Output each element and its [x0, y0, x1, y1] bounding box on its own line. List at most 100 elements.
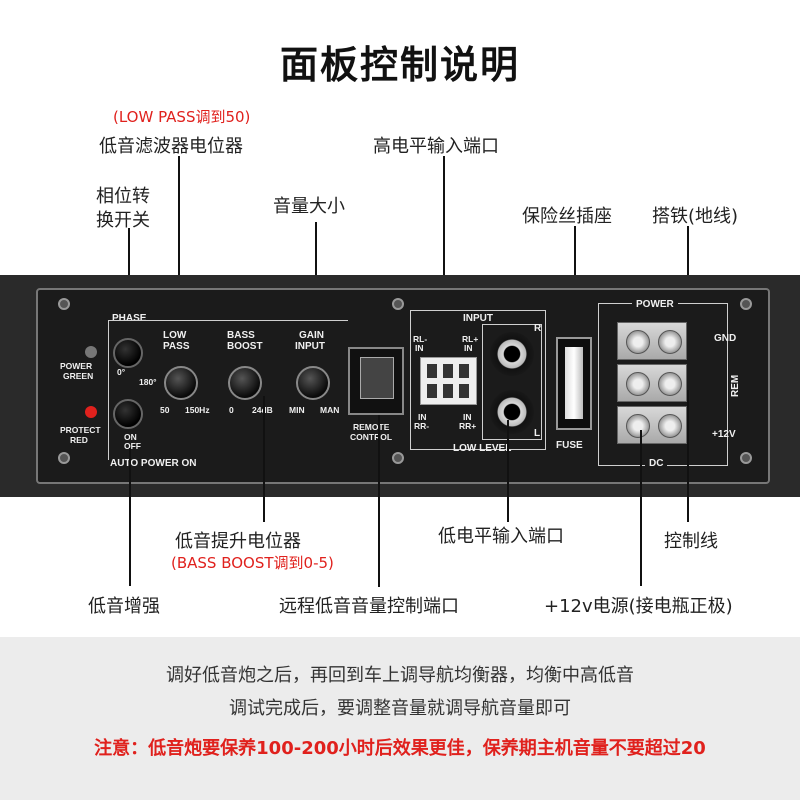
low-level-label: LOW LEVEL	[453, 443, 512, 454]
volume-label: 音量大小	[273, 196, 345, 217]
fuse-holder-label: 保险丝插座	[522, 206, 612, 227]
ground-label: 搭铁(地线)	[652, 206, 739, 227]
remote-control-label-1: REMOTE	[353, 422, 390, 432]
screw	[392, 298, 404, 310]
low-pass-knob[interactable]	[164, 366, 198, 400]
bass-enhance-leader-line	[129, 448, 131, 586]
instruction-box	[0, 637, 800, 800]
protect-red-label-1: PROTECT	[60, 425, 101, 435]
rca-left-jack[interactable]	[490, 390, 534, 434]
rj-jack-icon	[360, 357, 394, 399]
notice-text: 注意：低音炮要保养100-200小时后效果更佳，保养期主机音量不要超过20	[94, 738, 706, 759]
remote-port-label: 远程低音音量控制端口	[279, 596, 459, 617]
rl-plus-label-1: RL+	[462, 334, 479, 344]
remote-control-port[interactable]	[348, 347, 404, 415]
power-12v-leader-line	[640, 430, 642, 586]
bass-boost-note: (BASS BOOST调到0-5)	[171, 554, 334, 572]
gain-max-label: MAN	[320, 405, 340, 415]
phase-switch-label-2: 换开关	[96, 210, 150, 231]
on-label: ON	[124, 432, 137, 442]
rca-right-jack[interactable]	[490, 332, 534, 376]
power-green-label-2: GREEN	[63, 371, 94, 381]
bass-enhance-button[interactable]	[113, 399, 143, 429]
low-pass-note: (LOW PASS调到50)	[113, 108, 251, 126]
protect-red-label-2: RED	[70, 435, 88, 445]
in-rr-plus-label-2: RR+	[459, 421, 477, 431]
in-rr-minus-label-2: RR-	[414, 421, 430, 431]
phase-label: PHASE	[112, 313, 147, 324]
screw-icon	[626, 414, 650, 438]
fuse-holder[interactable]	[556, 337, 592, 430]
bass-boost-knob[interactable]	[228, 366, 262, 400]
gnd-terminal[interactable]	[617, 322, 687, 360]
rl-minus-label-1: RL-	[413, 334, 428, 344]
bass-boost-pot-label: 低音提升电位器	[175, 531, 301, 552]
instruction-line-1: 调好低音炮之后，再回到车上调导航均衡器，均衡中高低音	[166, 665, 634, 686]
dc-label: DC	[645, 458, 668, 469]
rem-terminal[interactable]	[617, 364, 687, 402]
power-label: POWER	[632, 299, 678, 310]
high-level-input-label: 高电平输入端口	[373, 136, 499, 157]
bass-boost-leader-line	[263, 396, 265, 522]
fuse-icon	[565, 347, 583, 419]
screw-icon	[626, 330, 650, 354]
screw-icon	[658, 414, 682, 438]
auto-power-on-label: AUTO POWER ON	[110, 458, 197, 469]
bass-boost-label-2: BOOST	[227, 341, 263, 352]
screw	[740, 452, 752, 464]
input-label: INPUT	[463, 313, 493, 324]
low-pass-leader-line	[178, 156, 180, 368]
screw-icon	[658, 372, 682, 396]
control-wire-leader-line	[687, 390, 689, 522]
low-level-input-label: 低电平输入端口	[438, 526, 564, 547]
low-pass-min-label: 50	[160, 405, 170, 415]
bass-boost-min-label: 0	[229, 405, 234, 415]
left-channel-label: L	[534, 428, 541, 439]
low-pass-label-2: PASS	[163, 341, 190, 352]
off-label: OFF	[124, 441, 141, 451]
screw-icon	[626, 372, 650, 396]
input-frame	[410, 310, 546, 450]
rl-plus-label-2: IN	[464, 343, 473, 353]
gain-knob[interactable]	[296, 366, 330, 400]
page-title: 面板控制说明	[279, 43, 520, 87]
gain-min-label: MIN	[289, 405, 305, 415]
phase-switch-label-1: 相位转	[96, 186, 150, 207]
screw	[740, 298, 752, 310]
phase-switch-button[interactable]	[113, 338, 143, 368]
gnd-label: GND	[714, 333, 737, 344]
screw	[58, 452, 70, 464]
control-wire-label: 控制线	[664, 531, 718, 552]
bass-boost-label-1: BASS	[227, 330, 255, 341]
phase-0-label: 0°	[117, 367, 126, 377]
protect-led	[85, 406, 97, 418]
screw	[58, 298, 70, 310]
low-level-leader-line	[507, 420, 509, 522]
power-led	[85, 346, 97, 358]
rl-minus-label-2: IN	[415, 343, 424, 353]
gain-input-label-2: INPUT	[295, 341, 325, 352]
in-rr-minus-label-1: IN	[418, 412, 427, 422]
left-panel-frame	[108, 320, 348, 460]
screw-icon	[658, 330, 682, 354]
in-rr-plus-label-1: IN	[463, 412, 472, 422]
remote-leader-line	[378, 415, 380, 587]
instruction-line-2: 调试完成后，要调整音量就调导航音量即可	[229, 698, 571, 719]
gain-input-label-1: GAIN	[299, 330, 324, 341]
low-pass-pot-label: 低音滤波器电位器	[99, 136, 243, 157]
high-level-leader-line	[443, 156, 445, 338]
power-12v-label: +12v电源(接电瓶正极)	[544, 596, 733, 617]
low-pass-max-label: 150Hz	[185, 405, 210, 415]
fuse-label: FUSE	[556, 440, 583, 451]
bass-enhance-label: 低音增强	[88, 596, 160, 617]
right-channel-label: R	[534, 323, 542, 334]
high-level-input-connector[interactable]	[420, 357, 477, 405]
power-green-label-1: POWER	[60, 361, 93, 371]
low-pass-label-1: LOW	[163, 330, 187, 341]
power-12v-terminal[interactable]	[617, 406, 687, 444]
rem-label: REM	[730, 374, 741, 397]
phase-180-label: 180°	[139, 377, 157, 387]
screw	[392, 452, 404, 464]
remote-control-label-2: CONTROL	[350, 432, 393, 442]
bass-boost-max-label: 24dB	[252, 405, 273, 415]
